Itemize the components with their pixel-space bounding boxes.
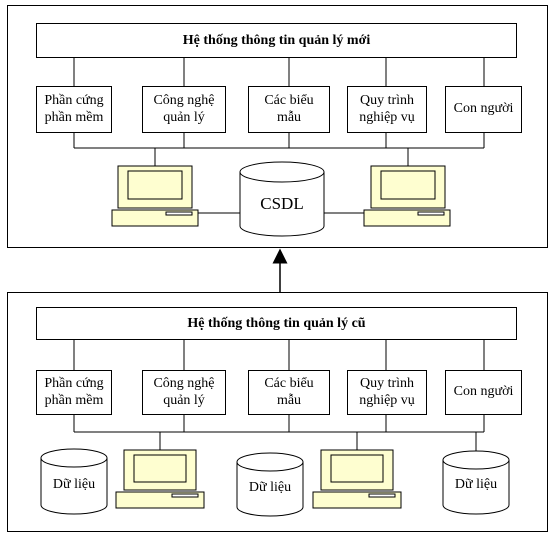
new-computer-right-icon bbox=[363, 165, 451, 227]
new-computer-left-icon bbox=[111, 165, 199, 227]
new-component-forms: Các biểu mẫu bbox=[248, 86, 330, 133]
old-data-label-1: Dữ liệu bbox=[52, 477, 96, 492]
csdl-database-icon bbox=[239, 161, 325, 237]
new-component-hardware-software: Phần cứng phần mềm bbox=[36, 86, 112, 133]
new-system-title: Hệ thống thông tin quản lý mới bbox=[36, 23, 517, 58]
old-data-cylinder-2-icon bbox=[236, 452, 304, 517]
old-component-business-process: Quy trình nghiệp vụ bbox=[347, 370, 427, 415]
new-system-connectors bbox=[73, 58, 485, 214]
old-system-title: Hệ thống thông tin quản lý cũ bbox=[36, 307, 517, 340]
new-component-business-process: Quy trình nghiệp vụ bbox=[347, 86, 427, 133]
old-data-label-2: Dữ liệu bbox=[248, 480, 292, 495]
old-component-people: Con người bbox=[445, 370, 522, 415]
csdl-label: CSDL bbox=[260, 194, 304, 213]
old-component-forms: Các biểu mẫu bbox=[248, 370, 330, 415]
old-component-management-technology: Công nghệ quản lý bbox=[142, 370, 226, 415]
old-computer-middle-icon bbox=[312, 449, 402, 509]
new-component-people: Con người bbox=[445, 86, 522, 133]
old-computer-left-icon bbox=[115, 449, 205, 509]
old-component-hardware-software: Phần cứng phần mềm bbox=[36, 370, 112, 415]
old-data-cylinder-1-icon bbox=[40, 448, 108, 515]
new-component-management-technology: Công nghệ quản lý bbox=[142, 86, 226, 133]
old-data-label-3: Dữ liệu bbox=[454, 477, 498, 492]
old-data-cylinder-3-icon bbox=[442, 450, 510, 515]
old-system-connectors bbox=[73, 340, 485, 452]
